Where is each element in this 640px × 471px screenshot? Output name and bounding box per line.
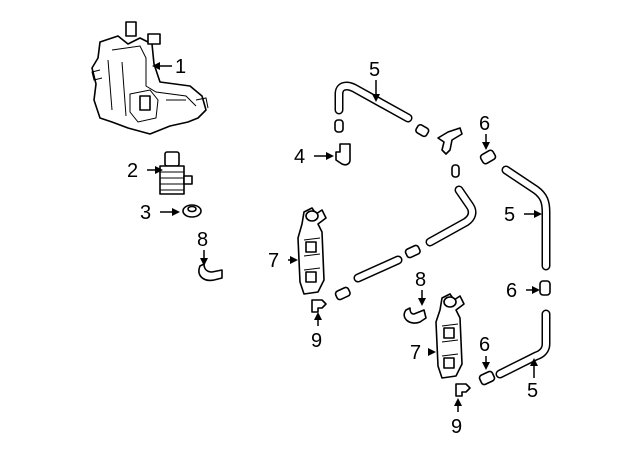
callout-9-upper: 9 <box>311 330 322 352</box>
callout-1: 1 <box>175 56 186 78</box>
callout-5-top: 5 <box>369 59 380 81</box>
washer-fluid-reservoir <box>91 21 209 135</box>
elbow-fitting <box>455 383 471 397</box>
callout-6-top: 6 <box>479 113 490 135</box>
callout-7-upper: 7 <box>268 250 279 272</box>
washer-hose-right-long <box>501 165 551 271</box>
hose-clip <box>403 307 427 324</box>
callout-8-right: 8 <box>415 269 426 291</box>
callout-4: 4 <box>294 146 305 168</box>
headlamp-washer-nozzle <box>435 293 465 379</box>
headlamp-washer-nozzle <box>297 207 327 295</box>
callout-numbers: 1 2 3 8 5 4 6 5 7 8 6 7 9 6 9 5 <box>127 56 538 438</box>
washer-hose-upper <box>334 81 413 123</box>
callout-5-right: 5 <box>504 204 515 226</box>
washer-hose-right-lower <box>495 309 551 379</box>
washer-hose-center <box>425 185 477 247</box>
callout-6-lower: 6 <box>479 334 490 356</box>
hose-connector <box>479 149 497 165</box>
elbow-fitting <box>311 299 327 313</box>
hose-connector <box>539 280 551 296</box>
callout-9-lower: 9 <box>451 416 462 438</box>
callout-7-lower: 7 <box>410 342 421 364</box>
y-connector <box>437 127 463 155</box>
pump-grommet <box>182 204 202 218</box>
callout-leaders <box>147 62 542 412</box>
callout-3: 3 <box>140 202 151 224</box>
hose-connector <box>478 370 496 386</box>
washer-pump <box>159 151 193 195</box>
callout-6-mid: 6 <box>506 280 517 302</box>
hose-clip <box>198 263 223 282</box>
washer-hose-mid <box>353 255 403 283</box>
hose-connectors <box>334 119 460 301</box>
check-valve <box>335 143 351 166</box>
callout-5-lower: 5 <box>527 380 538 402</box>
callout-8-left: 8 <box>197 229 208 251</box>
callout-2: 2 <box>127 160 138 182</box>
